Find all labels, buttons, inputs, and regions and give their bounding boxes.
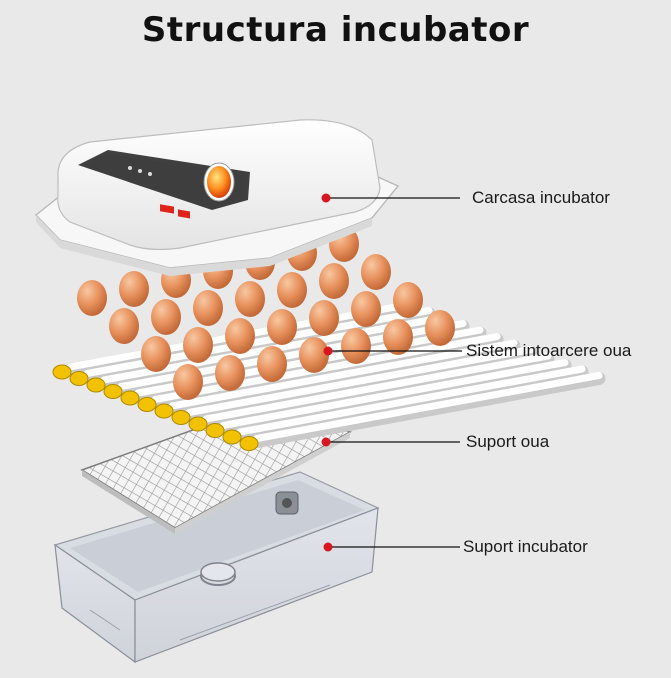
label-tray: Suport oua — [466, 432, 550, 451]
label-base: Suport incubator — [463, 537, 588, 556]
roller — [137, 333, 504, 412]
egg — [183, 327, 213, 363]
egg — [393, 282, 423, 318]
egg — [119, 271, 149, 307]
incubator-cover — [34, 119, 400, 276]
egg — [425, 310, 455, 346]
egg — [173, 364, 203, 400]
marker-dot — [321, 193, 331, 203]
egg — [257, 346, 287, 382]
marker-dot — [323, 346, 333, 356]
label-turner: Sistem intoarcere oua — [466, 341, 632, 360]
callout-base — [323, 542, 460, 552]
egg — [215, 355, 245, 391]
egg — [341, 328, 371, 364]
egg — [141, 336, 171, 372]
egg — [383, 319, 413, 355]
marker-dot — [323, 542, 333, 552]
egg — [193, 290, 223, 326]
egg — [319, 263, 349, 299]
roller — [154, 339, 521, 419]
roller — [239, 372, 606, 451]
egg — [235, 281, 265, 317]
egg — [109, 308, 139, 344]
label-cover: Carcasa incubator — [472, 188, 610, 207]
egg — [351, 291, 381, 327]
egg — [309, 300, 339, 336]
callout-turner — [323, 346, 462, 356]
egg — [361, 254, 391, 290]
roller — [205, 359, 572, 438]
egg — [77, 280, 107, 316]
egg — [151, 299, 181, 335]
callout-cover — [321, 193, 460, 203]
eggs — [77, 226, 455, 400]
egg — [299, 337, 329, 373]
roller — [188, 352, 555, 432]
diagram-title: Structura incubator — [141, 10, 530, 50]
callout-tray — [321, 437, 460, 447]
incubator-base — [53, 471, 380, 664]
egg — [277, 272, 307, 308]
marker-dot — [321, 437, 331, 447]
roller — [171, 346, 538, 425]
egg — [267, 309, 297, 345]
egg — [225, 318, 255, 354]
roller — [222, 365, 589, 445]
